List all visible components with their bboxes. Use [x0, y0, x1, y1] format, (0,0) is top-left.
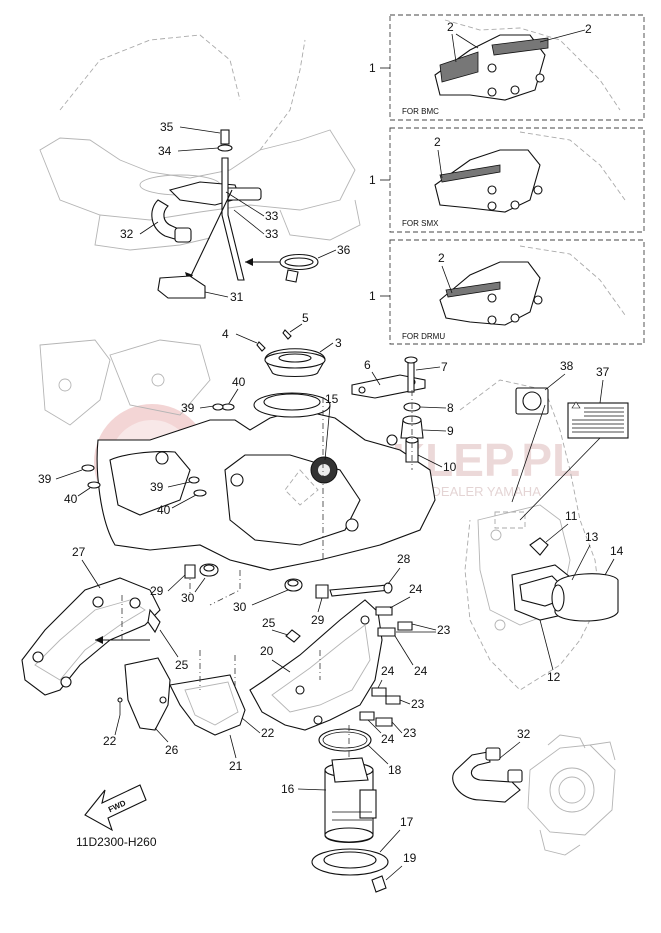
labels-and-side-view — [459, 379, 629, 691]
callout-11: 11 — [565, 509, 578, 523]
callout-33a: 33 — [265, 209, 279, 223]
variant-box-drmu — [389, 239, 645, 345]
callouts: 1 1 1 2 2 2 2 35 34 33 33 32 36 31 4 5 3… — [38, 20, 624, 881]
callout-22-left: 22 — [103, 734, 117, 748]
callout-23c: 23 — [403, 726, 417, 740]
callout-37: 37 — [596, 365, 610, 379]
callout-40-left: 40 — [64, 492, 78, 506]
callout-25-right: 25 — [262, 616, 276, 630]
callout-1-bmc: 1 — [369, 61, 376, 75]
callout-39-mid: 39 — [150, 480, 164, 494]
callout-23b: 23 — [411, 697, 425, 711]
callout-14: 14 — [610, 544, 624, 558]
callout-40-top: 40 — [232, 375, 246, 389]
callout-29-right: 29 — [311, 613, 325, 627]
mount-bracket-parts — [351, 356, 426, 470]
arrow-31 — [187, 189, 233, 283]
callout-20: 20 — [260, 644, 274, 658]
callout-23a: 23 — [437, 623, 451, 637]
callout-4: 4 — [222, 327, 229, 341]
callout-19: 19 — [403, 851, 417, 865]
callout-22-right: 22 — [261, 726, 275, 740]
fasteners — [184, 563, 413, 727]
callout-24d: 24 — [381, 732, 395, 746]
callout-9: 9 — [447, 424, 454, 438]
callout-8: 8 — [447, 401, 454, 415]
variant-box-bmc — [389, 14, 645, 121]
callout-21: 21 — [229, 759, 243, 773]
callout-33b: 33 — [265, 227, 279, 241]
callout-15: 15 — [325, 392, 339, 406]
callout-39-top: 39 — [181, 401, 195, 415]
callout-32-top: 32 — [120, 227, 134, 241]
side-covers — [21, 570, 246, 736]
callout-12: 12 — [547, 670, 561, 684]
variant-boxes: FOR BMC FOR SMX FOR DRMU — [380, 14, 645, 345]
callout-27: 27 — [72, 545, 86, 559]
right-cover — [249, 599, 383, 731]
variant-label-bmc: FOR BMC — [402, 107, 439, 116]
callout-29-left: 29 — [150, 584, 164, 598]
diagram-code: 11D2300-H260 — [76, 835, 157, 849]
callout-13: 13 — [585, 530, 599, 544]
throttle-body-view — [452, 734, 616, 856]
fuel-pump-assembly — [311, 725, 389, 893]
callout-2c: 2 — [434, 135, 441, 149]
callout-40-mid: 40 — [157, 503, 171, 517]
callout-24a: 24 — [409, 582, 423, 596]
callout-2a: 2 — [447, 20, 454, 34]
callout-2d: 2 — [438, 251, 445, 265]
callout-26: 26 — [165, 743, 179, 757]
callout-10: 10 — [443, 460, 457, 474]
callout-7: 7 — [441, 360, 448, 374]
variant-label-smx: FOR SMX — [402, 219, 439, 228]
callout-17: 17 — [400, 815, 414, 829]
callout-18: 18 — [388, 763, 402, 777]
callout-39-left: 39 — [38, 472, 52, 486]
callout-24c: 24 — [381, 664, 395, 678]
callout-16: 16 — [281, 782, 295, 796]
callout-35: 35 — [160, 120, 174, 134]
callout-2b: 2 — [585, 22, 592, 36]
callout-6: 6 — [364, 358, 371, 372]
frame-hose-view — [39, 34, 361, 299]
variant-label-drmu: FOR DRMU — [402, 332, 445, 341]
callout-30-right: 30 — [233, 600, 247, 614]
callout-36: 36 — [337, 243, 351, 257]
callout-38: 38 — [560, 359, 574, 373]
callout-32-bottom: 32 — [517, 727, 531, 741]
callout-25-left: 25 — [175, 658, 189, 672]
callout-24b: 24 — [414, 664, 428, 678]
callout-31: 31 — [230, 290, 244, 304]
callout-1-smx: 1 — [369, 173, 376, 187]
callout-34: 34 — [158, 144, 172, 158]
callout-5: 5 — [302, 311, 309, 325]
fwd-arrow: FWD — [84, 784, 147, 832]
callout-1-drmu: 1 — [369, 289, 376, 303]
callout-30-left: 30 — [181, 591, 195, 605]
callout-3: 3 — [335, 336, 342, 350]
callout-28: 28 — [397, 552, 411, 566]
fuel-tank-assembly — [39, 329, 436, 571]
